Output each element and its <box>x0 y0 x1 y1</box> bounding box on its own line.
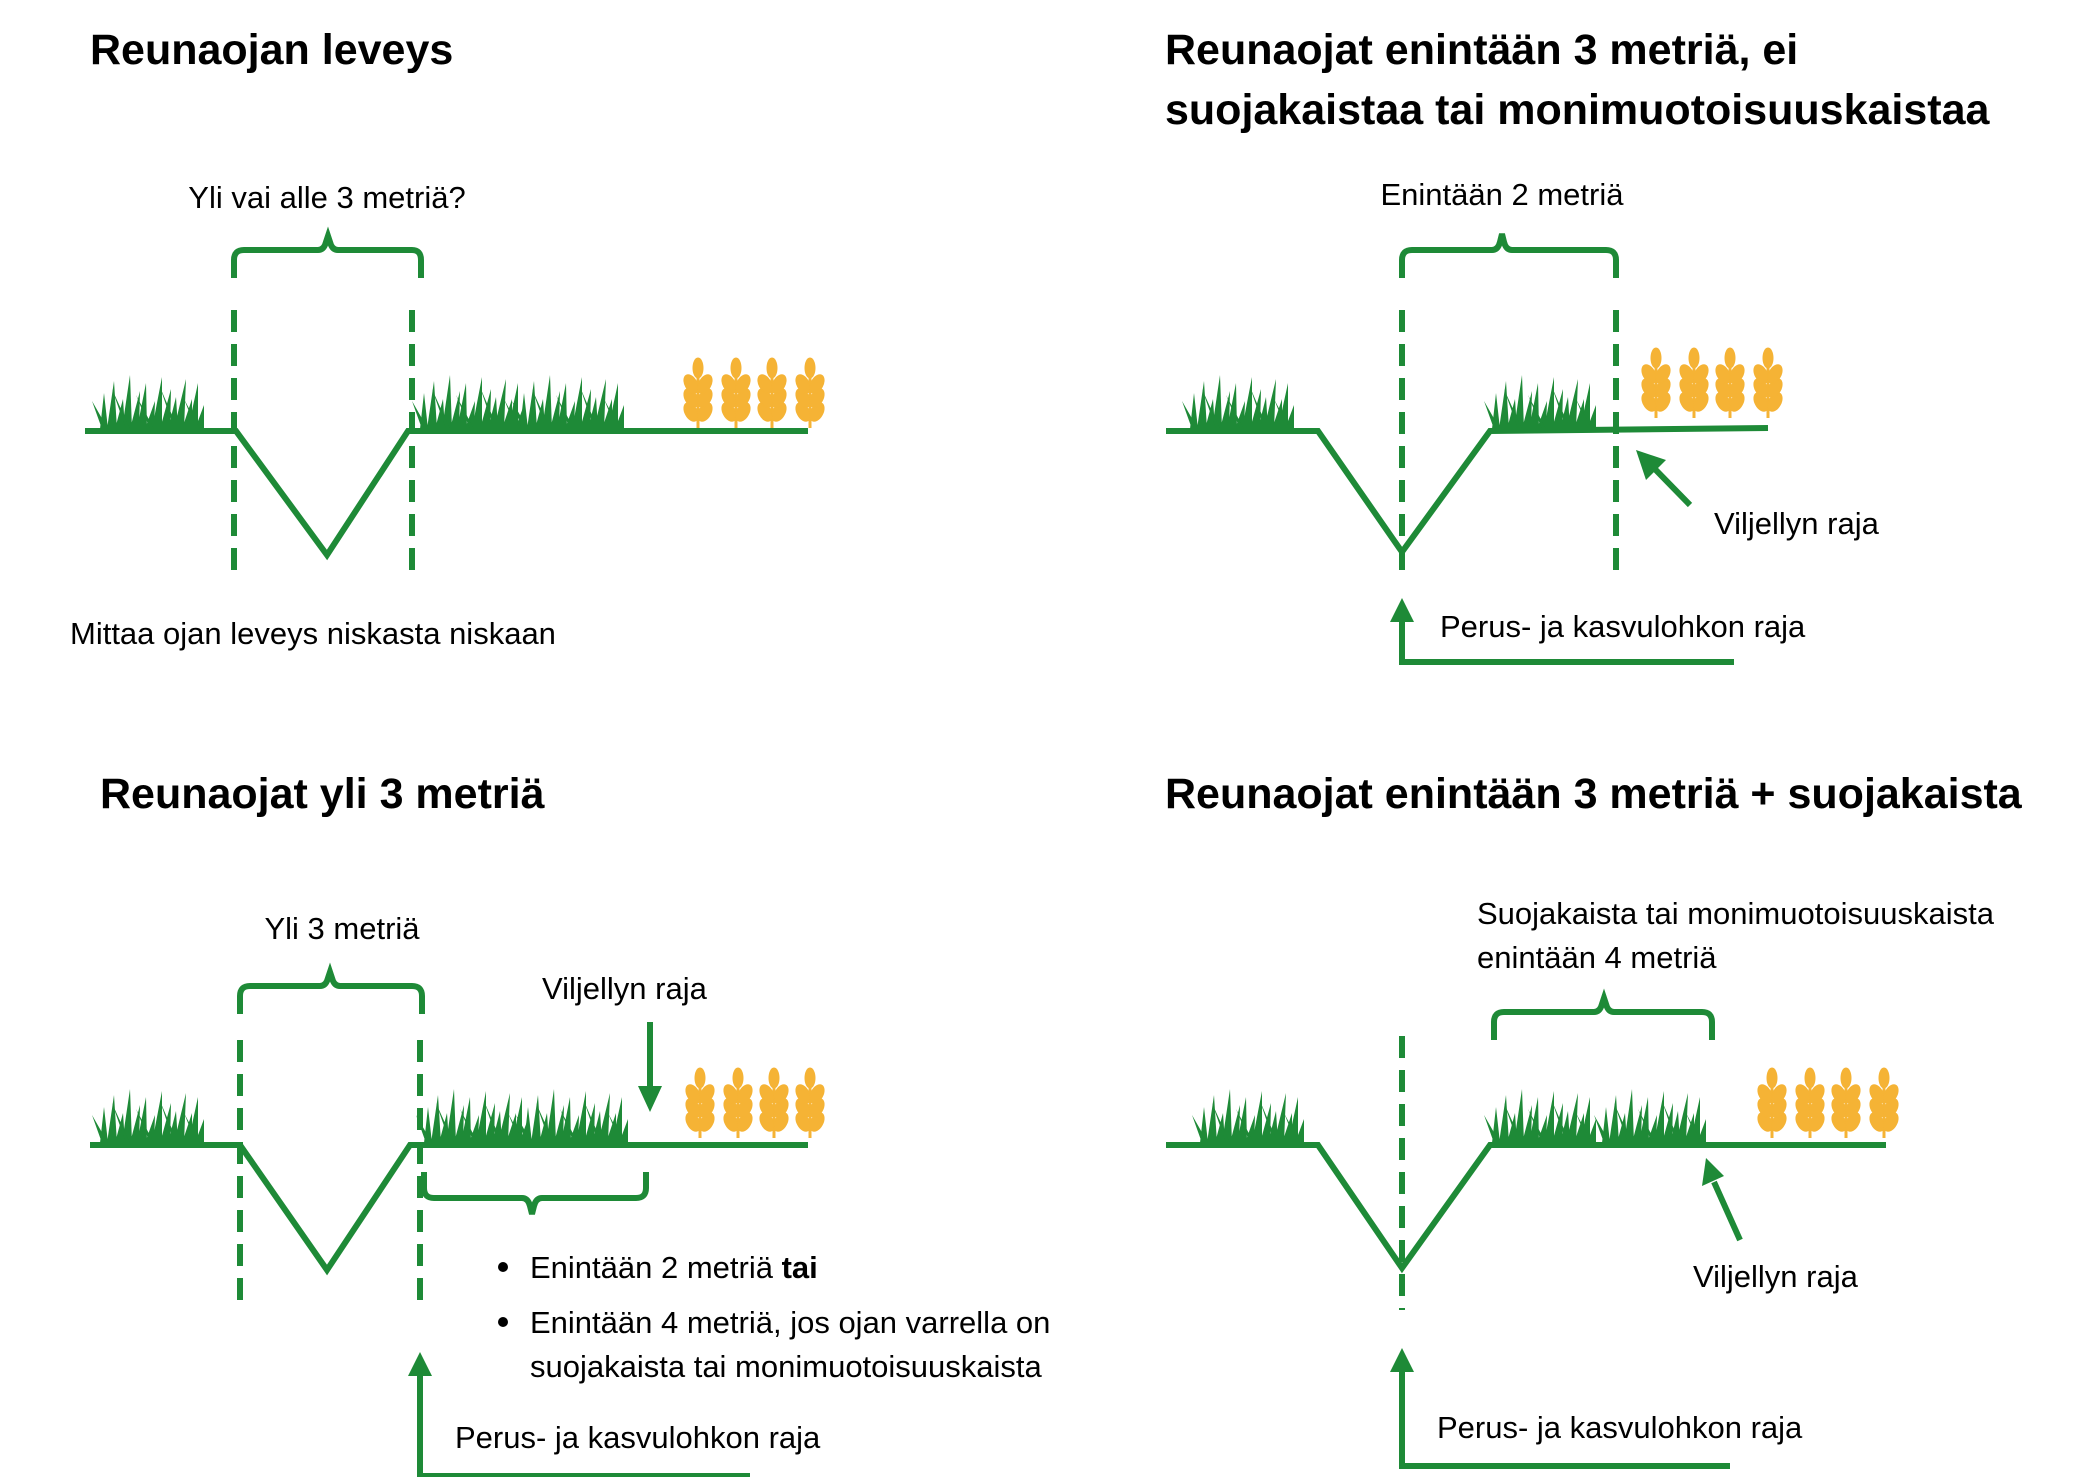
panel3-parcel-arrow-shaft <box>417 1376 750 1477</box>
panel1-caption: Mittaa ojan leveys niskasta niskaan <box>70 616 556 651</box>
panel4-cultivated-label: Viljellyn raja <box>1693 1259 1859 1294</box>
panel-measure-width: Reunaojan leveys Yli vai alle 3 metriä? … <box>70 26 829 651</box>
panel1-ground-profile <box>85 428 808 561</box>
panel3-title: Reunaojat yli 3 metriä <box>100 770 546 818</box>
panel1-wheat <box>679 356 829 430</box>
panel2-parcel-arrow-head <box>1390 598 1414 622</box>
panel4-grass-right <box>1484 1089 1706 1143</box>
panel4-parcel-arrow-shaft <box>1399 1370 1730 1469</box>
panel3-brace-label: Yli 3 metriä <box>264 911 420 946</box>
panel3-bullet2-line2: suojakaista tai monimuotoisuuskaista <box>530 1349 1043 1384</box>
panel4-parcel-arrow-head <box>1390 1348 1414 1372</box>
panel-max-3m-no-buffer: Reunaojat enintään 3 metriä, ei suojakai… <box>1165 26 1991 665</box>
panel2-brace-label: Enintään 2 metriä <box>1381 177 1625 212</box>
panel2-wheat <box>1637 346 1787 420</box>
panel4-wheat <box>1753 1066 1903 1140</box>
panel3-parcel-label: Perus- ja kasvulohkon raja <box>455 1420 821 1455</box>
panel3-bullet2-dot <box>498 1317 508 1327</box>
panel4-cultivated-arrow-head <box>1702 1158 1724 1186</box>
panel3-bullet2-line1: Enintään 4 metriä, jos ojan varrella on <box>530 1305 1050 1340</box>
panel4-parcel-label: Perus- ja kasvulohkon raja <box>1437 1410 1803 1445</box>
panel2-title-line2: suojakaistaa tai monimuotoisuuskaistaa <box>1165 86 1991 134</box>
panel4-cultivated-arrow-shaft <box>1711 1180 1743 1242</box>
panel2-grass-left <box>1182 375 1294 429</box>
panel3-strip-brace <box>421 1172 649 1215</box>
panel2-cultivated-label: Viljellyn raja <box>1714 506 1880 541</box>
panel4-title: Reunaojat enintään 3 metriä + suojakaist… <box>1165 770 2023 818</box>
panel2-width-brace <box>1399 233 1619 278</box>
panel3-cultivated-arrow-head <box>638 1086 662 1112</box>
panel2-grass-right <box>1484 375 1596 429</box>
panel3-wheat <box>681 1066 829 1140</box>
panel3-bullet1-dot <box>498 1262 508 1272</box>
panel3-grass-right <box>416 1089 628 1143</box>
panel4-ground-profile <box>1166 1142 1886 1274</box>
panel3-bullet1: Enintään 2 metriä tai <box>530 1250 818 1285</box>
panel1-title: Reunaojan leveys <box>90 26 453 74</box>
panel3-grass-left <box>92 1089 204 1143</box>
panel3-cultivated-label: Viljellyn raja <box>542 971 708 1006</box>
panel4-grass-left <box>1192 1089 1304 1143</box>
panel-over-3m: Reunaojat yli 3 metriä Yli 3 metriä Vilj… <box>90 770 1050 1477</box>
panel4-strip-brace <box>1491 988 1715 1040</box>
panel4-brace-label-line1: Suojakaista tai monimuotoisuuskaista <box>1477 896 1995 931</box>
panel2-parcel-label: Perus- ja kasvulohkon raja <box>1440 609 1806 644</box>
panel-max-3m-with-buffer: Reunaojat enintään 3 metriä + suojakaist… <box>1165 770 2023 1469</box>
panel2-ground-profile <box>1166 425 1769 558</box>
panel2-title-line1: Reunaojat enintään 3 metriä, ei <box>1165 26 1798 74</box>
panel1-grass-right <box>412 375 624 429</box>
panel4-brace-label-line2: enintään 4 metriä <box>1477 940 1717 975</box>
panel2-cultivated-arrow-head <box>1636 450 1666 480</box>
panel3-width-brace <box>237 962 425 1014</box>
panel3-ground-profile <box>90 1142 808 1276</box>
panel1-width-brace <box>231 226 424 278</box>
panel3-parcel-arrow-head <box>408 1352 432 1376</box>
panel1-brace-label: Yli vai alle 3 metriä? <box>188 180 465 215</box>
panel2-parcel-arrow-shaft <box>1399 620 1734 665</box>
panel1-grass-left <box>92 375 204 429</box>
